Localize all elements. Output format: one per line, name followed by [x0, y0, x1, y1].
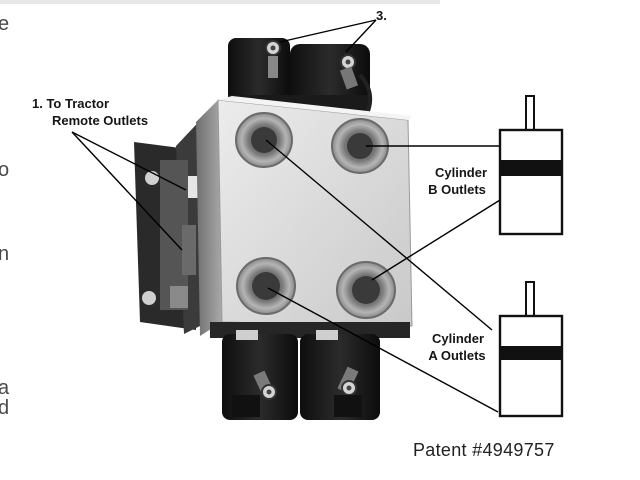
margin-fragment: o — [0, 159, 10, 181]
valve-callout-number: 3. — [376, 8, 387, 23]
terminal-connector — [253, 370, 277, 400]
terminal-connector — [339, 54, 359, 90]
manifold-block — [217, 96, 413, 327]
margin-fragment: e — [0, 13, 10, 35]
leader-tractor-upper — [71, 131, 187, 191]
leader-cyl-a-lower — [267, 287, 499, 413]
tractor-outlets-label-line1: 1. To Tractor — [32, 96, 110, 111]
tractor-outlets-label-line2: Remote Outlets — [52, 113, 149, 128]
margin-fragment: d — [0, 397, 10, 419]
leader-valve-left — [279, 19, 377, 43]
cylinder-b-symbol — [498, 95, 564, 236]
leader-tractor-lower — [71, 131, 183, 251]
leader-valve-right — [345, 19, 377, 53]
cylinder-a-piston — [501, 346, 561, 360]
terminal-connector — [265, 40, 281, 78]
bottom-solenoid-valves — [210, 322, 410, 420]
leader-cyl-a-upper — [265, 139, 493, 331]
manifold-side-face — [196, 100, 222, 336]
cylinder-a-label-line2: A Outlets — [428, 348, 486, 363]
mounting-bracket — [134, 112, 212, 334]
cylinder-b-label-line1: Cylinder — [434, 165, 487, 180]
leader-cyl-b-to-port — [371, 199, 501, 281]
cylinder-a-symbol — [498, 281, 564, 418]
patent-number: Patent #4949757 — [413, 440, 555, 460]
margin-fragment: n — [0, 243, 10, 265]
leader-lines — [71, 19, 501, 413]
margin-fragment: a — [0, 377, 10, 399]
cylinder-b-label-line2: B Outlets — [428, 182, 486, 197]
cylinder-b-piston — [501, 160, 561, 176]
cylinder-a-label-line1: Cylinder — [431, 331, 484, 346]
page-edge-mark — [0, 0, 440, 4]
